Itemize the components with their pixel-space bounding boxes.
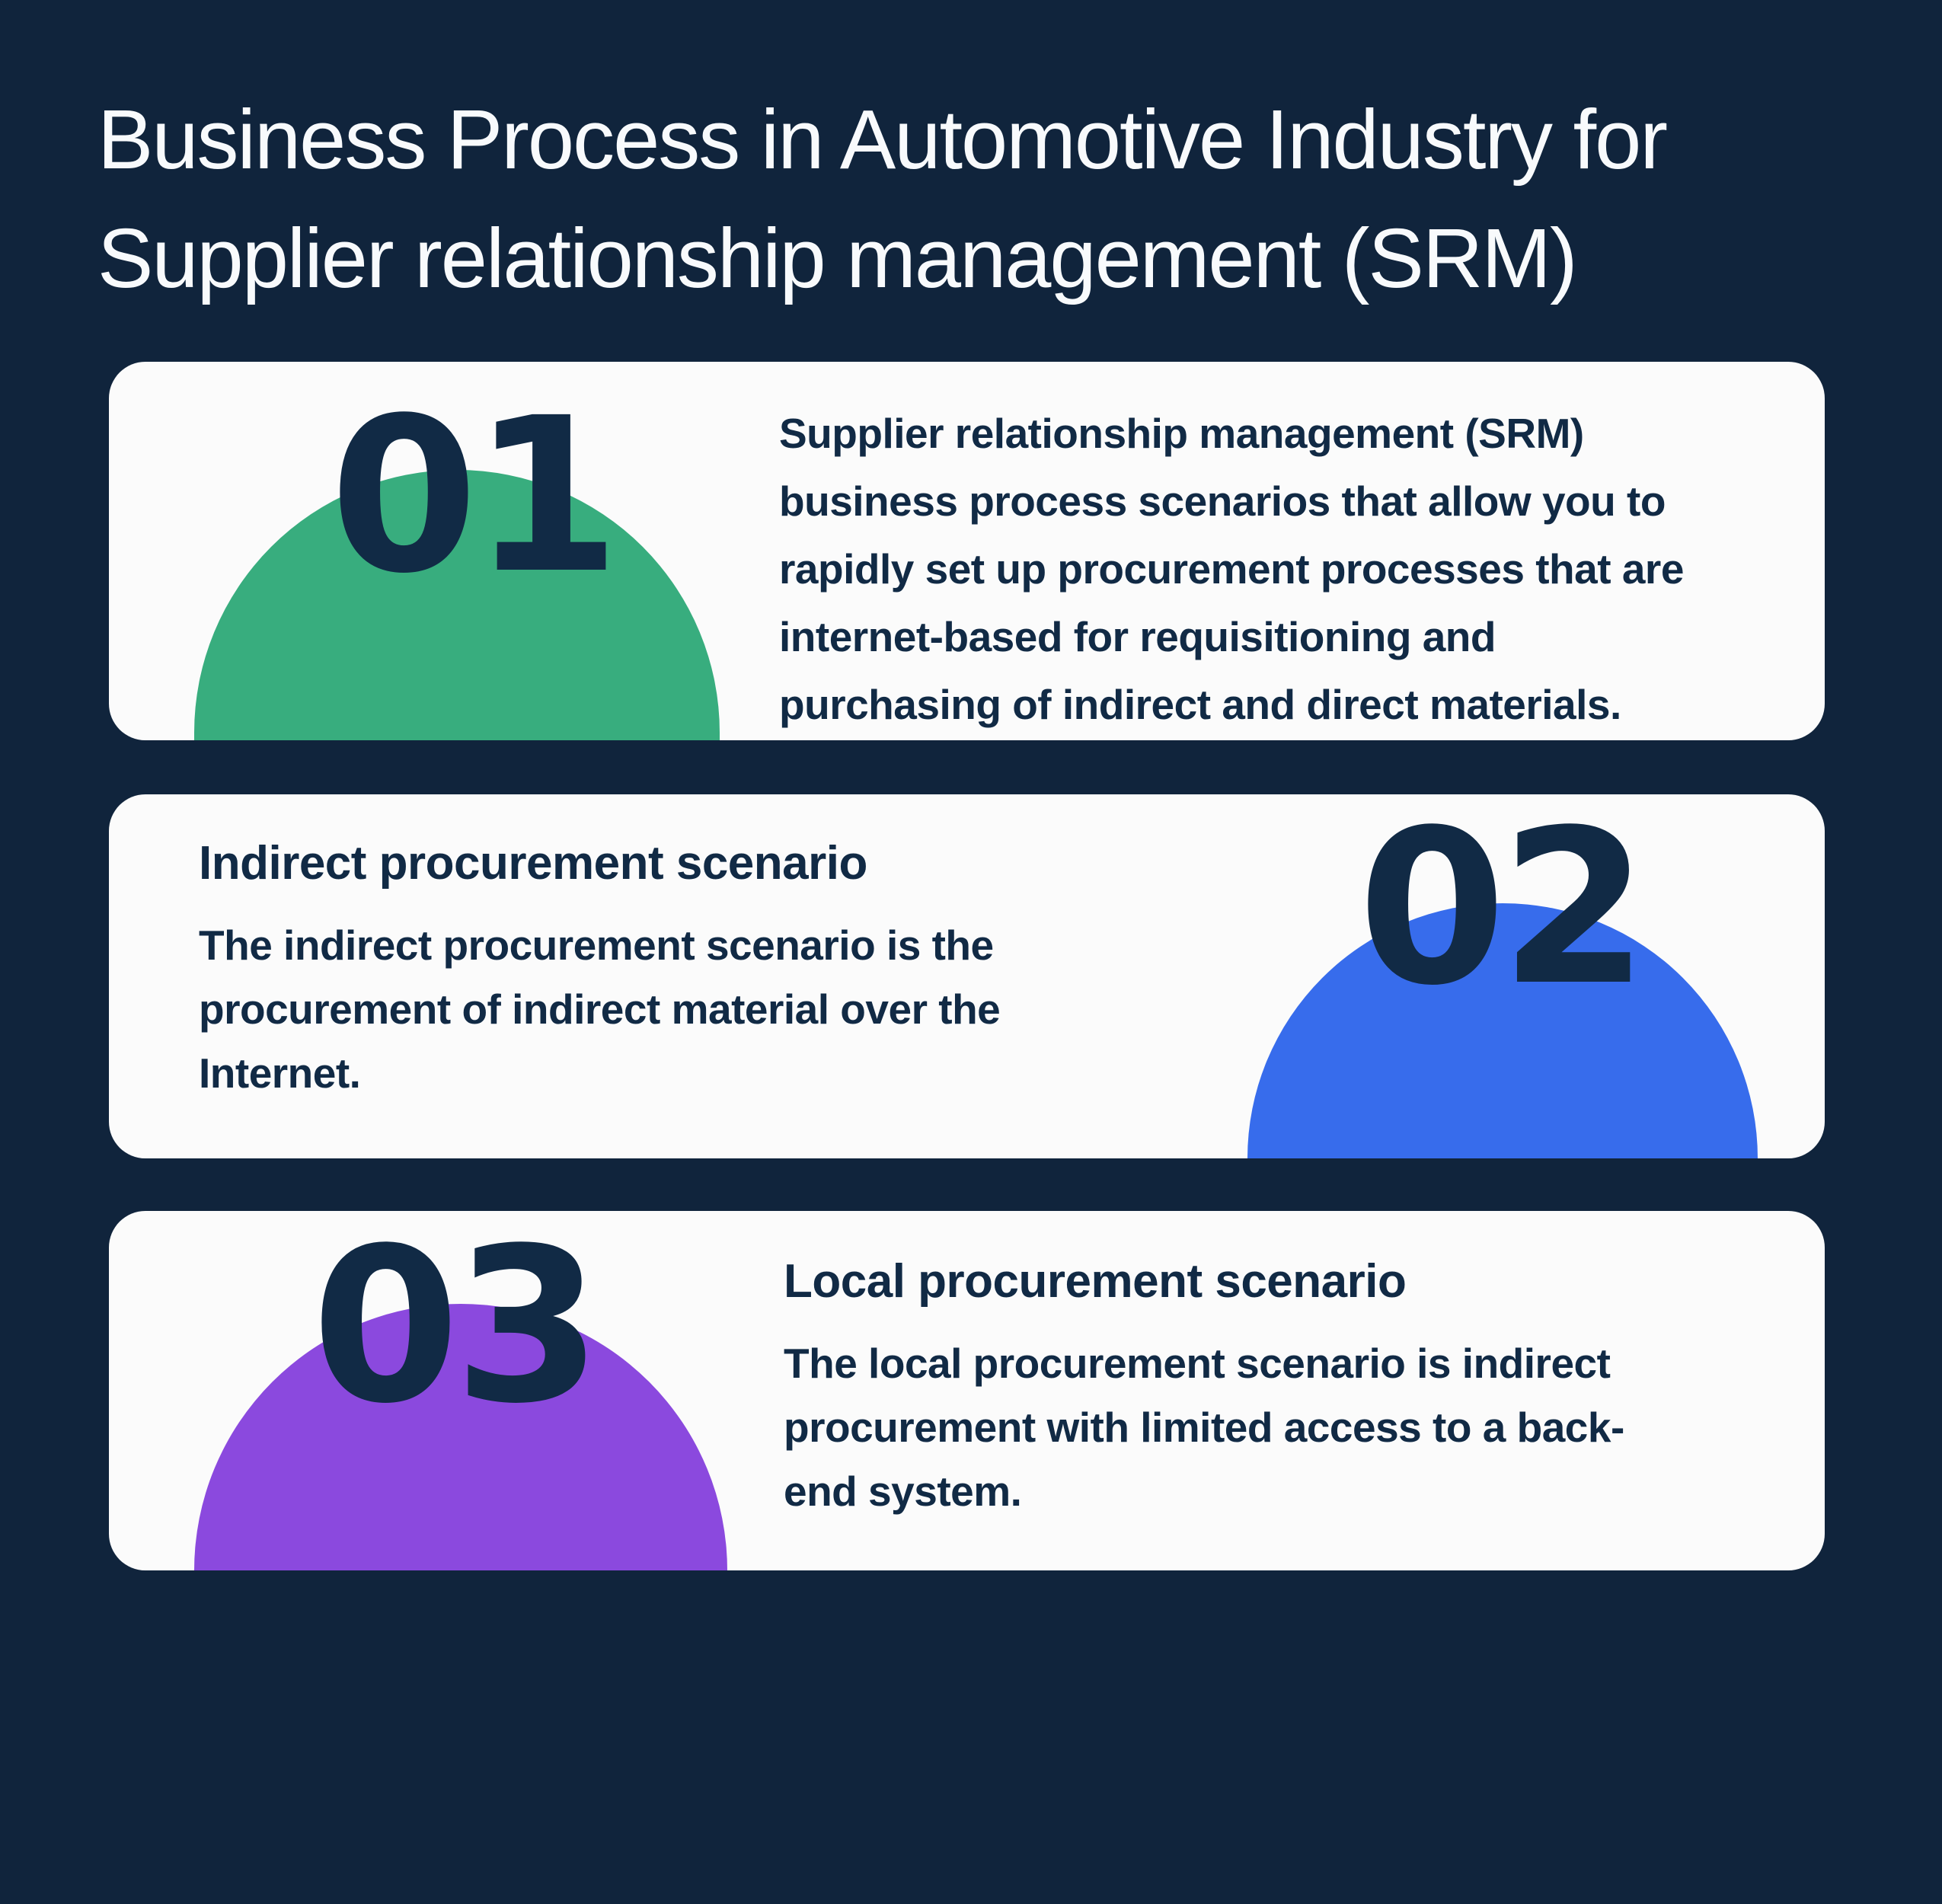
page-title-line-2: Supplier relationship management (SRM) <box>97 212 1578 305</box>
step-1-number: 01 <box>330 372 621 621</box>
page-title-line-1: Business Process in Automotive Industry … <box>97 93 1668 187</box>
step-3-text: Local procurement scenario The local pro… <box>784 1255 1624 1523</box>
page-title: Business Process in Automotive Industry … <box>97 81 1668 318</box>
step-1-card: 01 Supplier relationship management (SRM… <box>109 362 1825 740</box>
step-1-text-line: business process scenarios that allow yo… <box>779 478 1666 525</box>
step-2-text: Indirect procurement scenario The indire… <box>199 837 1001 1105</box>
step-2-number: 02 <box>1358 794 1649 1033</box>
step-1-text-line: rapidly set up procurement processes tha… <box>779 545 1684 593</box>
step-3-text-line: procurement with limited access to a bac… <box>784 1404 1624 1451</box>
step-2-text-line: The indirect procurement scenario is the <box>199 922 994 969</box>
step-1-text-line: internet-based for requisitioning and <box>779 613 1496 660</box>
step-2-card: 02 Indirect procurement scenario The ind… <box>109 794 1825 1158</box>
step-3-text-line: end system. <box>784 1468 1022 1515</box>
step-3-text-line: The local procurement scenario is indire… <box>784 1340 1611 1387</box>
step-1-text-line: purchasing of indirect and direct materi… <box>779 681 1621 728</box>
step-2-text-line: procurement of indirect material over th… <box>199 986 1001 1033</box>
step-1-text-line: Supplier relationship management (SRM) <box>779 410 1584 457</box>
step-2-text-line: Internet. <box>199 1049 361 1097</box>
step-2-heading: Indirect procurement scenario <box>199 837 867 890</box>
step-3-heading: Local procurement scenario <box>784 1255 1407 1308</box>
step-1-text: Supplier relationship management (SRM) b… <box>779 400 1684 739</box>
step-3-card: 03 Local procurement scenario The local … <box>109 1211 1825 1570</box>
step-3-number: 03 <box>311 1211 602 1451</box>
